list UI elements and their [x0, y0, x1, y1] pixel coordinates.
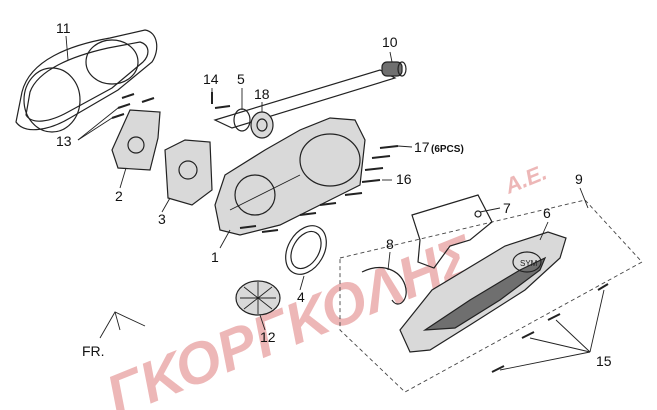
- callout-17-note: (6PCS): [431, 144, 464, 155]
- group-9-box: [339, 199, 643, 393]
- callout-7: 7: [503, 200, 511, 216]
- watermark-suffix: Α.Ε.: [500, 159, 550, 199]
- callout-3: 3: [158, 211, 166, 227]
- callout-14: 14: [203, 71, 219, 87]
- callout-labels: 11 13 2 3 14 5 18 10 17 (6PCS) 16 1 4 12…: [56, 20, 612, 369]
- part-18-bearing: [250, 111, 274, 139]
- callout-5: 5: [237, 71, 245, 87]
- part-6-outer-cover: SYM: [399, 231, 567, 353]
- brand-logo-text: SYM: [520, 259, 538, 268]
- part-8-clip: [361, 267, 407, 305]
- callout-15: 15: [596, 353, 612, 369]
- callout-2: 2: [115, 188, 123, 204]
- callout-front: FR.: [82, 343, 105, 359]
- part-7-bracket: [411, 194, 493, 269]
- part-10-band: [213, 69, 397, 129]
- callout-11: 11: [56, 20, 71, 36]
- part-10-plug: [381, 61, 407, 77]
- callout-8: 8: [386, 236, 394, 252]
- callout-4: 4: [297, 289, 305, 305]
- callout-9: 9: [575, 171, 583, 187]
- part-12-cap: [235, 280, 281, 316]
- callout-1: 1: [211, 249, 219, 265]
- part-3-plate: [164, 139, 213, 206]
- callout-6: 6: [543, 205, 551, 221]
- front-direction-arrow: [99, 311, 146, 339]
- callout-18: 18: [254, 86, 270, 102]
- part-2-plate: [111, 109, 161, 171]
- leader-lines: [65, 35, 605, 371]
- callout-10: 10: [382, 34, 398, 50]
- callout-17: 17: [414, 139, 430, 155]
- callout-13: 13: [56, 133, 72, 149]
- callout-16: 16: [396, 171, 412, 187]
- part-4-filter: [285, 225, 327, 275]
- part-11-gasket: [15, 29, 158, 133]
- callout-12: 12: [260, 329, 276, 345]
- part-1-crankcase-cover: [214, 117, 366, 236]
